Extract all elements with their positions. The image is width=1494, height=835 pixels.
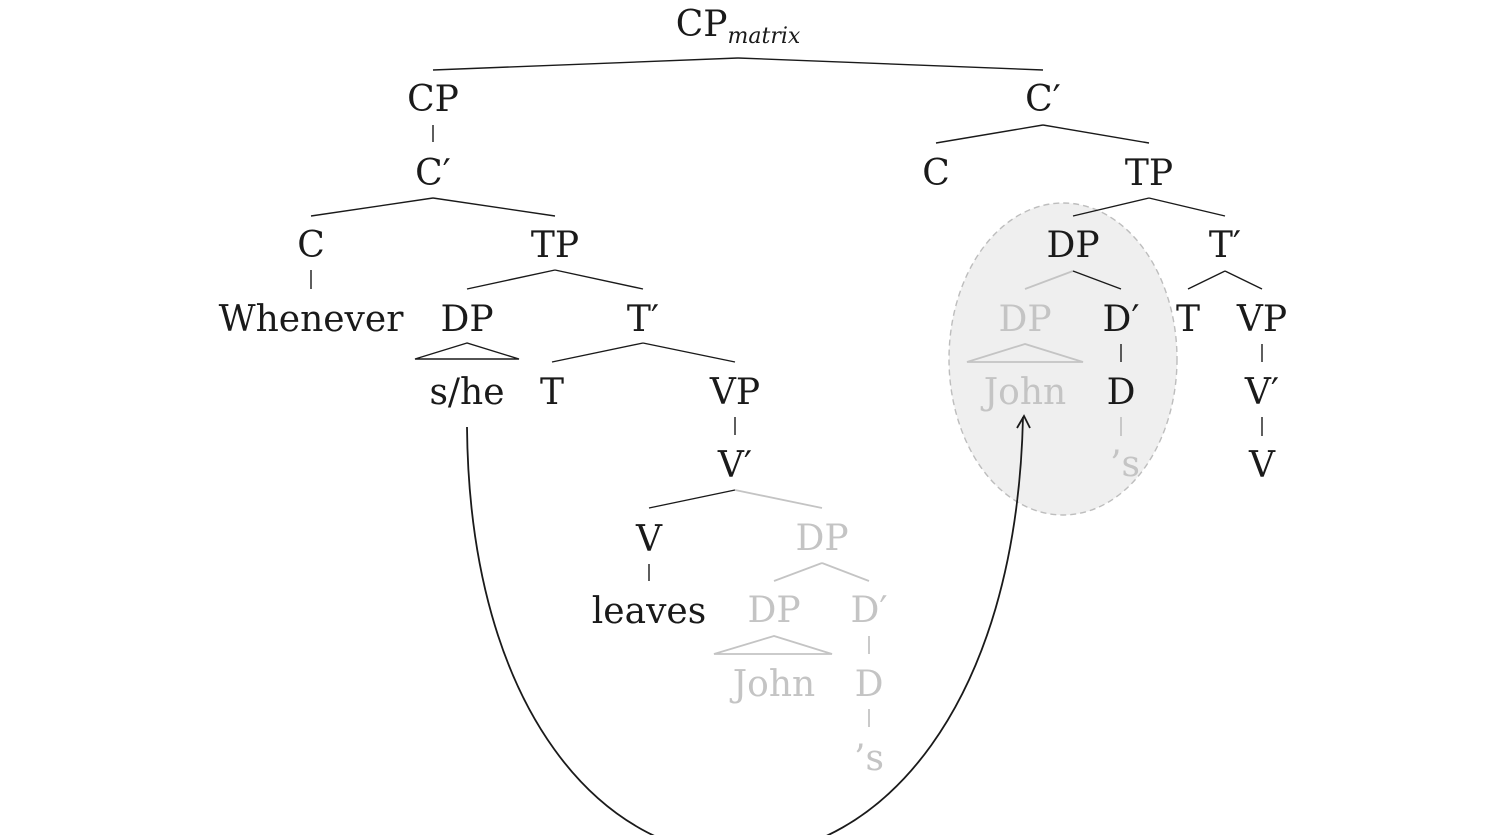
tree-node-dp: DP [440,299,493,340]
tree-node-t: T [540,372,564,413]
edge [1224,270,1263,290]
tree-node-vp: VP [709,372,760,413]
tree-leaf-s: ’s [1110,444,1140,485]
tree-node-t: T [1176,299,1200,340]
edge [935,124,1044,144]
arrowhead-icon [1016,414,1031,429]
tree-node-dbar: D′ [850,590,887,631]
tree-node-vp: VP [1236,299,1287,340]
edge [1187,270,1226,290]
tree-node-v: V [635,519,663,560]
tree-node-dp: DP [1046,225,1099,266]
edge [648,489,736,509]
edge [642,342,736,363]
dp-triangle [414,342,520,360]
tree-node-c: C [922,153,950,194]
node-label: CP [676,4,728,45]
edge [773,562,823,582]
tree-leaf-she: s/he [429,372,504,413]
edge [1024,270,1074,290]
movement-arrow [466,416,1024,835]
tree-node-d: D [855,664,884,705]
tree-leaf-john: John [729,664,815,705]
tree-node-vbar: V′ [1244,372,1279,413]
edge [1042,124,1150,144]
edge [310,197,434,217]
tree-node-tp: TP [1125,153,1173,194]
edge [1072,197,1150,217]
edge [551,342,644,363]
tree-node-tbar: T′ [627,299,659,340]
tree-node-cp-matrix: CPmatrix [676,4,801,49]
dp-triangle [966,343,1084,363]
edge [734,489,823,509]
tree-leaf-s: ’s [854,738,884,779]
tree-leaf-whenever: Whenever [219,299,405,340]
tree-node-tbar: T′ [1209,225,1241,266]
edge [821,562,870,582]
edge [466,269,556,290]
edge [1072,270,1122,290]
edge [432,57,739,71]
dp-triangle [713,635,833,655]
tree-node-d: D [1107,372,1136,413]
edge [432,197,556,217]
edge [737,57,1044,71]
tree-node-vbar: V′ [717,445,752,486]
highlight-bubble [948,202,1178,516]
tree-node-dbar: D′ [1102,299,1139,340]
tree-leaf-john: John [980,372,1066,413]
tree-node-cp: CP [407,79,459,120]
tree-node-dp-possessor: DP [747,590,800,631]
node-subscript: matrix [728,24,801,49]
tree-node-dp-possessor: DP [998,299,1051,340]
tree-node-dp-object: DP [795,518,848,559]
edge [554,269,644,290]
tree-node-cbar: C′ [415,153,451,194]
tree-leaf-leaves: leaves [592,591,706,632]
tree-node-v: V [1248,445,1276,486]
tree-node-c: C [297,225,325,266]
tree-node-tp: TP [531,225,579,266]
edge [1148,197,1226,217]
tree-node-cbar: C′ [1025,79,1061,120]
